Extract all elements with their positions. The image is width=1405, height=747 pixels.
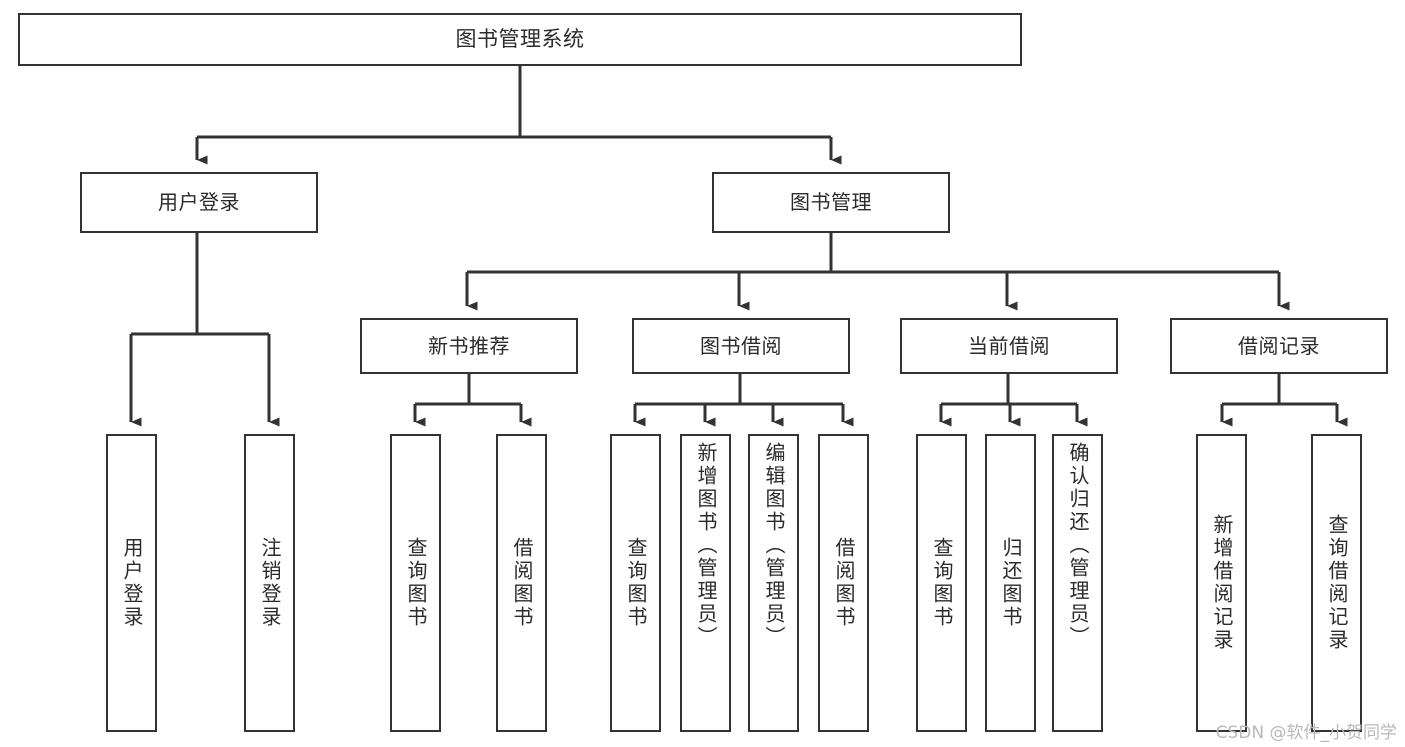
node-leaf-edit-book-label: 编辑图书（管理员）	[762, 442, 786, 649]
node-leaf-query-record[interactable]: 查询借阅记录	[1311, 434, 1362, 732]
node-leaf-borrow-book-2[interactable]: 借阅图书	[818, 434, 869, 732]
node-leaf-confirm-return-label: 确认归还（管理员）	[1066, 442, 1090, 649]
node-leaf-user-login[interactable]: 用户登录	[106, 434, 157, 732]
node-leaf-query-book-3[interactable]: 查询图书	[916, 434, 967, 732]
node-leaf-query-record-label: 查询借阅记录	[1325, 514, 1349, 652]
node-leaf-edit-book[interactable]: 编辑图书（管理员）	[748, 434, 799, 732]
node-book-borrow-label: 图书借阅	[700, 333, 782, 358]
node-leaf-query-book-2-label: 查询图书	[624, 537, 648, 629]
node-user-login[interactable]: 用户登录	[80, 172, 318, 233]
node-new-book-rec[interactable]: 新书推荐	[360, 318, 578, 374]
node-leaf-query-book-1[interactable]: 查询图书	[390, 434, 441, 732]
node-leaf-logout[interactable]: 注销登录	[244, 434, 295, 732]
node-leaf-user-login-label: 用户登录	[120, 537, 144, 629]
node-book-borrow[interactable]: 图书借阅	[632, 318, 850, 374]
node-leaf-add-book[interactable]: 新增图书（管理员）	[680, 434, 731, 732]
node-root-system[interactable]: 图书管理系统	[18, 13, 1022, 66]
node-leaf-borrow-book-2-label: 借阅图书	[832, 537, 856, 629]
node-leaf-query-book-3-label: 查询图书	[930, 537, 954, 629]
node-leaf-return-book-label: 归还图书	[999, 537, 1023, 629]
node-leaf-add-record[interactable]: 新增借阅记录	[1196, 434, 1247, 732]
node-leaf-confirm-return[interactable]: 确认归还（管理员）	[1052, 434, 1103, 732]
node-leaf-query-book-2[interactable]: 查询图书	[610, 434, 661, 732]
node-leaf-return-book[interactable]: 归还图书	[985, 434, 1036, 732]
node-book-manage-label: 图书管理	[790, 190, 872, 214]
node-borrow-record[interactable]: 借阅记录	[1170, 318, 1388, 374]
node-book-manage[interactable]: 图书管理	[712, 172, 950, 233]
node-leaf-query-book-1-label: 查询图书	[404, 537, 428, 629]
node-user-login-label: 用户登录	[158, 190, 240, 214]
node-new-book-rec-label: 新书推荐	[428, 333, 510, 358]
node-borrow-record-label: 借阅记录	[1238, 333, 1320, 358]
node-leaf-borrow-book-1-label: 借阅图书	[510, 537, 534, 629]
node-leaf-add-book-label: 新增图书（管理员）	[694, 442, 718, 649]
node-leaf-add-record-label: 新增借阅记录	[1210, 514, 1234, 652]
node-current-borrow[interactable]: 当前借阅	[900, 318, 1118, 374]
node-current-borrow-label: 当前借阅	[968, 333, 1050, 358]
node-root-system-label: 图书管理系统	[455, 27, 585, 52]
node-leaf-borrow-book-1[interactable]: 借阅图书	[496, 434, 547, 732]
node-leaf-logout-label: 注销登录	[258, 537, 282, 629]
